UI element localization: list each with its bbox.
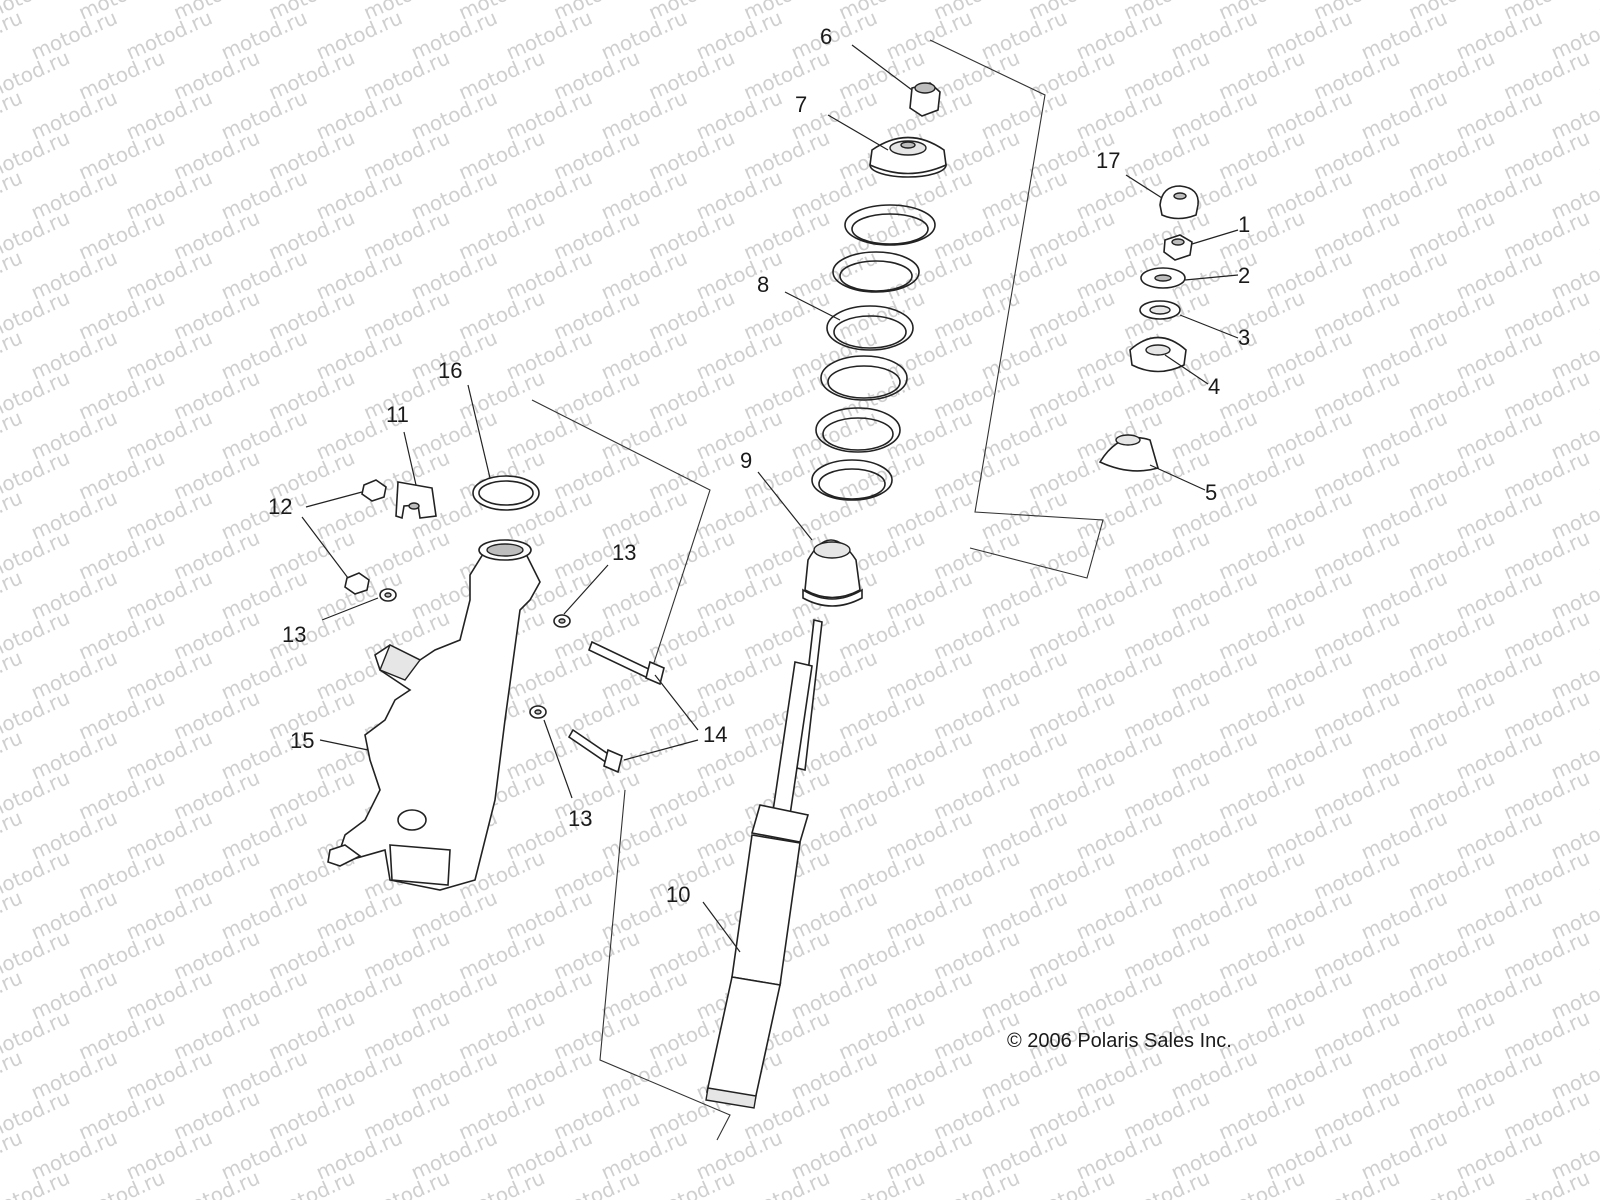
callout-2: 2 — [1238, 263, 1250, 288]
callout-14: 14 — [703, 722, 727, 747]
watermark-text: motod.ru — [0, 885, 26, 944]
watermark-text: motod.ru — [645, 1165, 739, 1200]
callout-6: 6 — [820, 24, 832, 49]
part-12-nuts — [344, 479, 387, 595]
callout-4: 4 — [1208, 374, 1220, 399]
watermark-text: motod.ru — [550, 1165, 644, 1200]
watermark-text: motod.ru — [1310, 1165, 1404, 1200]
watermark-text: motod.ru — [0, 5, 26, 64]
watermark-text: motod.ru — [1595, 925, 1600, 984]
watermark-text: motod.ru — [1595, 605, 1600, 664]
callout-10: 10 — [666, 882, 690, 907]
part-14-bolts — [567, 640, 665, 774]
watermark-text: motod.ru — [0, 645, 26, 704]
watermark-text: motod.ru — [1595, 685, 1600, 744]
watermark-text: motod.ru — [1595, 125, 1600, 184]
watermark-text: motod.ru — [1120, 1165, 1214, 1200]
callout-5: 5 — [1205, 480, 1217, 505]
part-16-o-ring — [472, 475, 540, 511]
callout-7: 7 — [795, 92, 807, 117]
callout-9: 9 — [740, 448, 752, 473]
watermark-text: motod.ru — [0, 805, 26, 864]
watermark-text: motod.ru — [930, 1165, 1024, 1200]
watermark-text: motod.ru — [740, 1165, 834, 1200]
watermark-text: motod.ru — [1595, 525, 1600, 584]
watermark-text: motod.ru — [0, 965, 26, 1024]
watermark-text: motod.ru — [1595, 45, 1600, 104]
watermark-text: motod.ru — [1595, 445, 1600, 504]
watermark-text: motod.ru — [0, 1125, 26, 1184]
callout-13-c: 13 — [568, 806, 592, 831]
watermark-text: motod.ru — [265, 1165, 359, 1200]
callout-15: 15 — [290, 728, 314, 753]
part-1-nut — [1163, 234, 1193, 261]
part-15-spindle-knuckle — [327, 539, 541, 891]
callout-11: 11 — [386, 402, 409, 427]
watermark-text: motod.ru — [1595, 285, 1600, 344]
watermark-text: motod.ru — [0, 325, 26, 384]
part-13-washers — [379, 588, 571, 719]
watermark-text: motod.ru — [0, 485, 26, 544]
watermark-text: motod.ru — [1595, 1005, 1600, 1064]
watermark-text: motod.ru — [835, 1165, 929, 1200]
watermark-text: motod.ru — [1595, 1085, 1600, 1144]
watermark-text: motod.ru — [1025, 1165, 1119, 1200]
watermark-text: motod.ru — [75, 1165, 169, 1200]
part-7-upper-spring-seat — [869, 136, 947, 178]
part-3-washer — [1139, 300, 1181, 320]
part-11-clip — [395, 481, 437, 520]
part-5-cap — [1098, 434, 1159, 472]
assembly-frame-lines — [531, 39, 1104, 1141]
watermark-text: motod.ru — [0, 405, 26, 464]
callout-12: 12 — [268, 494, 292, 519]
watermark-text: motod.ru — [1595, 1165, 1600, 1200]
watermark-text: motod.ru — [0, 725, 26, 784]
callout-13-a: 13 — [282, 622, 306, 647]
part-8-coil-spring — [811, 204, 936, 501]
part-6-nut — [909, 82, 941, 117]
part-10-shock-absorber — [705, 619, 823, 1109]
part-4-mount — [1129, 336, 1187, 373]
callout-3: 3 — [1238, 325, 1250, 350]
watermark-text: motod.ru — [0, 245, 26, 304]
watermark-text: motod.ru — [0, 85, 26, 144]
watermark-text: motod.ru — [0, 165, 26, 224]
callout-17: 17 — [1096, 148, 1120, 173]
watermark-text: motod.ru — [170, 1165, 264, 1200]
copyright-notice: © 2006 Polaris Sales Inc. — [1007, 1030, 1232, 1052]
watermark-text: motod.ru — [1595, 205, 1600, 264]
watermark-text: motod.ru — [1405, 1165, 1499, 1200]
callout-numbers: 6 7 8 9 10 17 1 2 3 4 5 16 11 12 13 13 1… — [268, 24, 1250, 907]
watermark-text: motod.ru — [360, 1165, 454, 1200]
part-17-bushing — [1159, 185, 1199, 220]
watermark-text: motod.ru — [0, 1045, 26, 1104]
leader-lines — [301, 44, 1239, 953]
watermark-text: motod.ru — [1500, 1165, 1594, 1200]
watermark-text: motod.ru — [0, 565, 26, 624]
callout-8: 8 — [757, 272, 769, 297]
part-2-washer — [1140, 267, 1186, 289]
watermark-text: motod.ru — [455, 1165, 549, 1200]
part-9-jounce-bumper — [802, 539, 863, 607]
callout-13-b: 13 — [612, 540, 636, 565]
watermark-text: motod.ru — [1595, 765, 1600, 824]
watermark-text: motod.ru — [1595, 365, 1600, 424]
watermark-text: motod.ru — [1215, 1165, 1309, 1200]
callout-1: 1 — [1238, 212, 1250, 237]
callout-16: 16 — [438, 358, 462, 383]
watermark-text: motod.ru — [1595, 845, 1600, 904]
